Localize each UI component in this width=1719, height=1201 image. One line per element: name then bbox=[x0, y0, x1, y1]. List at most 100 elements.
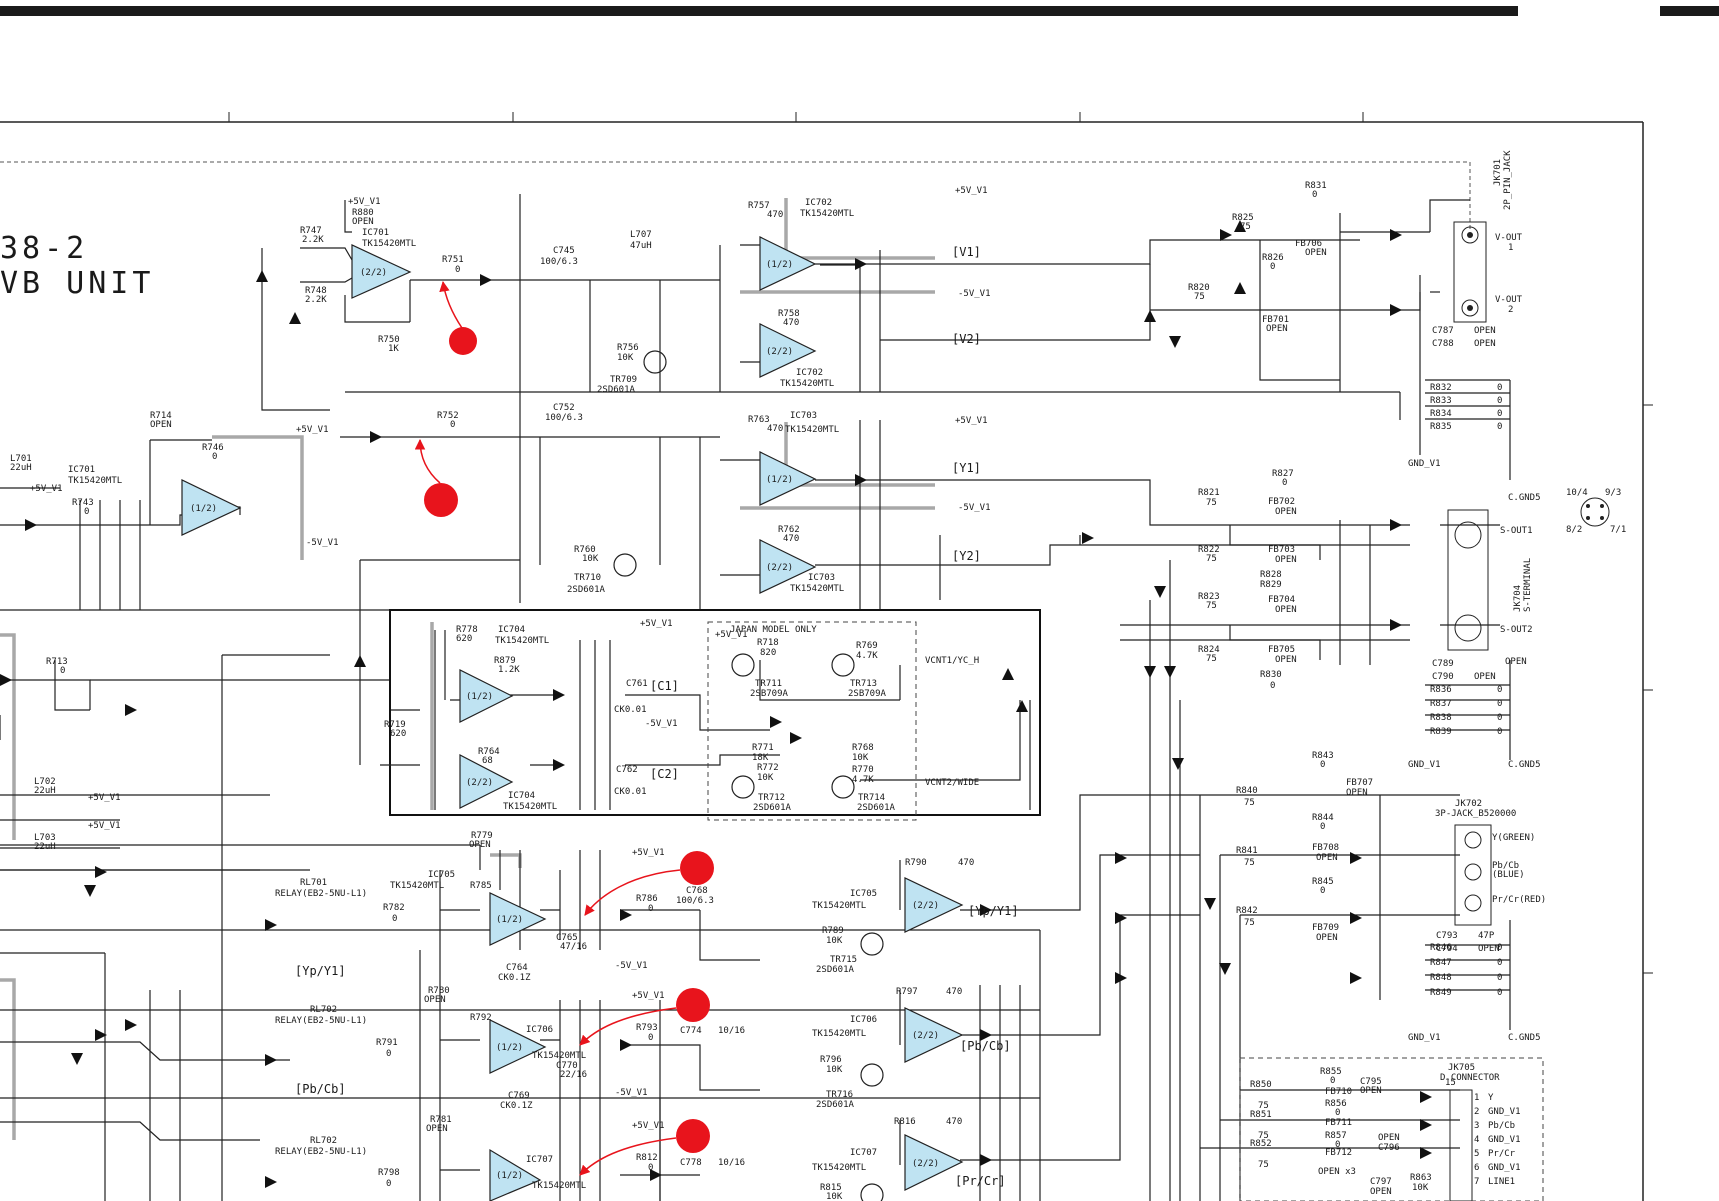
resistor-ref: R863 bbox=[1410, 1173, 1432, 1183]
resistor-val: 10K bbox=[757, 773, 774, 783]
resistor-val: 2.2K bbox=[305, 295, 327, 305]
rail-label: +5V_V1 bbox=[348, 197, 381, 207]
opamp-part: TK15420MTL bbox=[812, 1029, 866, 1039]
relay-ref: RL702 bbox=[310, 1005, 337, 1015]
relay-signal: [Pb/Cb] bbox=[295, 1082, 346, 1096]
resistor-ref: R779 bbox=[471, 831, 493, 841]
connector-pin-label: V-OUT bbox=[1495, 233, 1523, 243]
inductor-val: 47uH bbox=[630, 241, 652, 251]
connector-pin-label: Pr/Cr(RED) bbox=[1492, 895, 1546, 905]
resistor-ref: R845 bbox=[1312, 877, 1334, 887]
connector-pin-label: S-OUT1 bbox=[1500, 526, 1533, 536]
resistor-ref: R750 bbox=[378, 335, 400, 345]
opamp-ic706b: IC706 TK15420MTL (2/2) bbox=[812, 1007, 964, 1063]
resistor-ref: R816 bbox=[894, 1117, 916, 1127]
resistor-val: 0 bbox=[386, 1179, 391, 1189]
resistor-ref: R828 bbox=[1260, 570, 1282, 580]
relay-part: RELAY(EB2-5NU-L1) bbox=[275, 1147, 367, 1157]
ferrite-val: OPEN bbox=[1275, 507, 1297, 517]
resistor-val: 0 bbox=[1497, 973, 1502, 983]
resistor-ref: R820 bbox=[1188, 283, 1210, 293]
gnd-label: GND_V1 bbox=[1408, 760, 1441, 770]
transistor-ref: TR715 bbox=[830, 955, 857, 965]
resistor-val: 0 bbox=[1497, 727, 1502, 737]
ferrite-ref: FB702 bbox=[1268, 497, 1295, 507]
resistor-ref: R824 bbox=[1198, 645, 1220, 655]
ferrite-val: OPEN bbox=[1316, 853, 1338, 863]
ferrite-val: OPEN bbox=[1266, 324, 1288, 334]
resistor-ref: R827 bbox=[1272, 469, 1294, 479]
component-labels: +5V_V1 +5V_V1 -5V_V1 +5V_V1 -5V_V1 +5V_V… bbox=[10, 150, 1626, 1201]
opamp-unit: (2/2) bbox=[912, 1031, 939, 1041]
ferrite-ref: FB708 bbox=[1312, 843, 1339, 853]
capacitor-ref: C745 bbox=[553, 246, 575, 256]
resistor-ref: R849 bbox=[1430, 988, 1452, 998]
capacitor-ref: C765 bbox=[556, 933, 578, 943]
resistor-val: 0 bbox=[1497, 383, 1502, 393]
connector-note: OPEN x3 bbox=[1318, 1167, 1356, 1177]
resistor-val: 0 bbox=[1330, 1076, 1335, 1086]
relay-signal: [Yp/Y1] bbox=[295, 964, 346, 978]
opamp-part: TK15420MTL bbox=[812, 1163, 866, 1173]
signal-y1: [Y1] bbox=[952, 461, 981, 475]
resistor-ref: R843 bbox=[1312, 751, 1334, 761]
gnd-label: GND_V1 bbox=[1408, 1033, 1441, 1043]
resistor-val: 0 bbox=[648, 1163, 653, 1173]
capacitor-ref: C764 bbox=[506, 963, 528, 973]
resistor-ref: R714 bbox=[150, 411, 172, 421]
resistor-val: 75 bbox=[1244, 858, 1255, 868]
resistor-ref: R763 bbox=[748, 415, 770, 425]
opamp-ref: IC701 bbox=[362, 228, 389, 238]
resistor-ref: R851 bbox=[1250, 1110, 1272, 1120]
connector-part: S-TERMINAL bbox=[1523, 558, 1533, 612]
resistor-ref: R833 bbox=[1430, 396, 1452, 406]
opamp-unit: (1/2) bbox=[466, 692, 493, 702]
connector-pin-label: GND_V1 bbox=[1488, 1163, 1521, 1173]
resistor-val: 75 bbox=[1206, 654, 1217, 664]
resistor-ref: R823 bbox=[1198, 592, 1220, 602]
resistor-ref: R835 bbox=[1430, 422, 1452, 432]
opamp-unit: (1/2) bbox=[496, 1171, 523, 1181]
resistor-val: 0 bbox=[212, 452, 217, 462]
signal-pb: [Pb/Cb] bbox=[960, 1039, 1011, 1053]
resistor-ref: R757 bbox=[748, 201, 770, 211]
resistor-ref: R838 bbox=[1430, 713, 1452, 723]
connector-pin-num: 2 bbox=[1508, 305, 1513, 315]
capacitor-ref: C789 bbox=[1432, 659, 1454, 669]
resistor-val: 820 bbox=[760, 648, 776, 658]
transistor-tr711 bbox=[731, 653, 755, 677]
ferrite-val: OPEN bbox=[1275, 555, 1297, 565]
capacitor-ref: C795 bbox=[1360, 1077, 1382, 1087]
resistor-ref: R768 bbox=[852, 743, 874, 753]
resistor-val: 0 bbox=[1497, 988, 1502, 998]
resistor-val: 0 bbox=[648, 1033, 653, 1043]
opamp-ic702a: IC702 TK15420MTL (1/2) bbox=[759, 198, 854, 291]
wiring bbox=[0, 194, 1544, 1201]
connector-pin-label: Pr/Cr bbox=[1488, 1149, 1516, 1159]
resistor-val: 0 bbox=[392, 914, 397, 924]
transistor-tr709 bbox=[643, 350, 667, 374]
resistor-val: 0 bbox=[1497, 943, 1502, 953]
opamp-part: TK15420MTL bbox=[390, 881, 444, 891]
rail-label: -5V_V1 bbox=[615, 961, 648, 971]
connector-pin-num: 5 bbox=[1474, 1149, 1479, 1159]
capacitor-ref: C761 bbox=[626, 679, 648, 689]
ferrite-ref: FB703 bbox=[1268, 545, 1295, 555]
marker-dot-5 bbox=[676, 1119, 710, 1153]
capacitor-ref: C796 bbox=[1378, 1143, 1400, 1153]
resistor-ref: R856 bbox=[1325, 1099, 1347, 1109]
capacitor-val: OPEN bbox=[1474, 672, 1496, 682]
resistor-ref: R796 bbox=[820, 1055, 842, 1065]
connector-pin-label: GND_V1 bbox=[1488, 1135, 1521, 1145]
resistor-val: 1K bbox=[388, 344, 399, 354]
resistor-ref: R789 bbox=[822, 926, 844, 936]
resistor-val: 470 bbox=[946, 1117, 962, 1127]
jack-jk702 bbox=[1454, 824, 1492, 926]
opamp-ic702b: IC702 TK15420MTL (2/2) bbox=[759, 323, 834, 389]
opamp-unit: (1/2) bbox=[496, 915, 523, 925]
opamp-part: TK15420MTL bbox=[495, 636, 549, 646]
transistor-tr710 bbox=[613, 553, 637, 577]
opamp-ref: IC706 bbox=[850, 1015, 877, 1025]
transistor-ref: TR711 bbox=[755, 679, 782, 689]
